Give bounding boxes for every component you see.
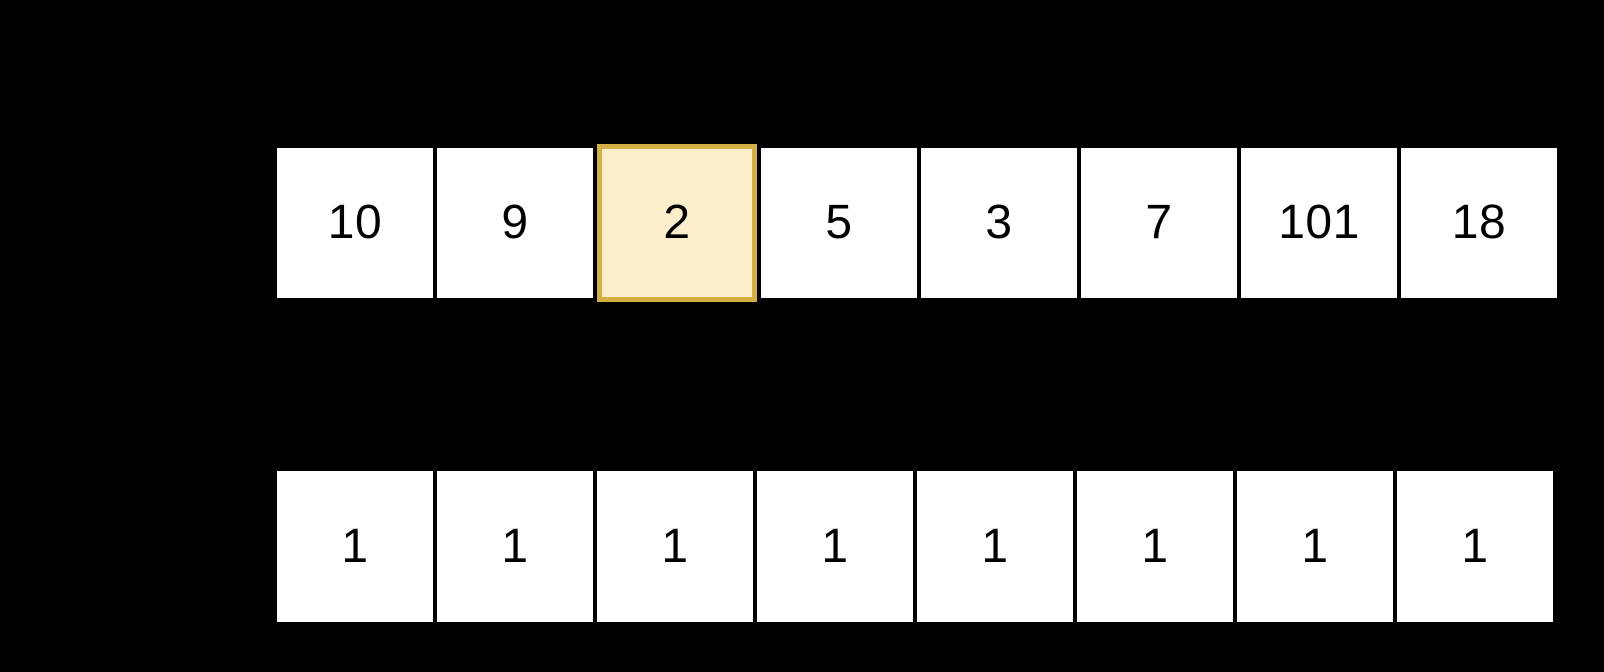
array-cell[interactable]: 1 <box>1397 471 1553 622</box>
array-cell-value: 1 <box>661 519 689 573</box>
array-cell[interactable]: 3 <box>921 148 1077 298</box>
array-cell-value: 1 <box>821 519 849 573</box>
array-cell-value: 3 <box>985 196 1013 249</box>
array-cell[interactable]: 1 <box>597 471 753 622</box>
array-cell[interactable]: 18 <box>1401 148 1557 298</box>
values-array-row: 10 9 2 5 3 7 101 18 <box>277 144 1557 302</box>
array-cell[interactable]: 9 <box>437 148 593 298</box>
array-cell-value: 9 <box>501 196 529 249</box>
array-cell-value: 2 <box>663 196 691 249</box>
array-cell[interactable]: 1 <box>917 471 1073 622</box>
array-cell[interactable]: 101 <box>1241 148 1397 298</box>
lengths-array-row: 1 1 1 1 1 1 1 1 <box>277 471 1553 622</box>
array-cell[interactable]: 1 <box>757 471 913 622</box>
array-cell-value: 10 <box>327 196 383 249</box>
array-cell[interactable]: 10 <box>277 148 433 298</box>
array-cell-value: 1 <box>1301 519 1329 573</box>
array-cell[interactable]: 7 <box>1081 148 1237 298</box>
array-cell-value: 1 <box>981 519 1009 573</box>
array-cell-value: 18 <box>1451 196 1507 249</box>
array-cell[interactable]: 1 <box>1237 471 1393 622</box>
array-cell-value: 7 <box>1145 196 1173 249</box>
array-cell-value: 1 <box>341 519 369 573</box>
array-cell-highlighted[interactable]: 2 <box>597 144 757 302</box>
array-cell[interactable]: 1 <box>437 471 593 622</box>
array-cell-value: 1 <box>501 519 529 573</box>
array-cell[interactable]: 1 <box>277 471 433 622</box>
array-cell[interactable]: 1 <box>1077 471 1233 622</box>
array-cell-value: 1 <box>1141 519 1169 573</box>
array-cell[interactable]: 5 <box>761 148 917 298</box>
array-cell-value: 101 <box>1278 196 1360 249</box>
array-cell-value: 5 <box>825 196 853 249</box>
array-cell-value: 1 <box>1461 519 1489 573</box>
